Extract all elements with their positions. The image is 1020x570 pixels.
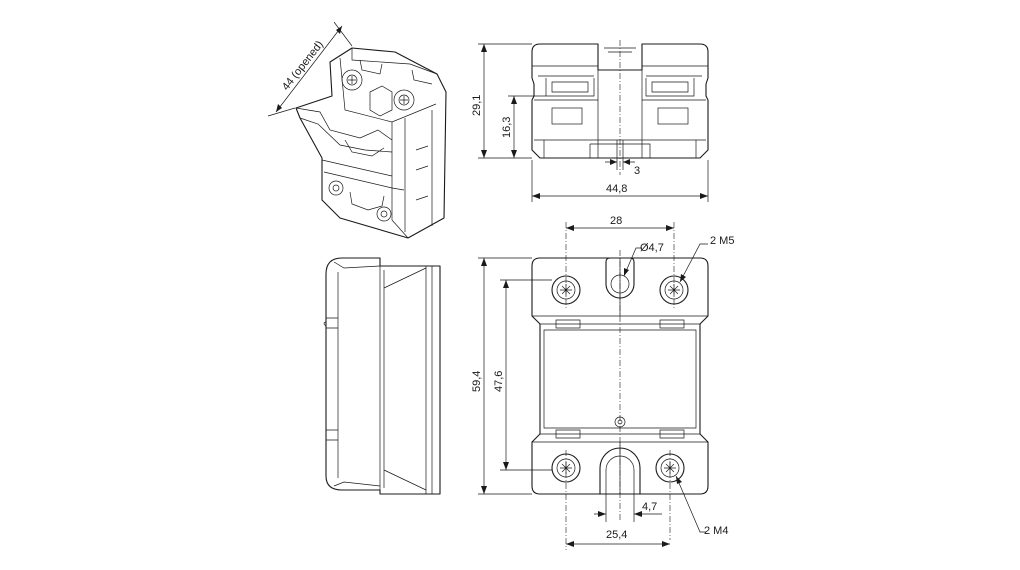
dimension-slot-width: 4,7 <box>594 494 662 522</box>
dim-label-gap: 3 <box>634 165 640 177</box>
dimension-overall-width: 44,8 <box>531 160 709 202</box>
dimension-top-height: 29,1 <box>471 43 532 159</box>
dim-label-inner-height: 47,6 <box>493 371 505 392</box>
dim-label-slot-width: 4,7 <box>642 501 657 513</box>
side-view <box>323 257 441 495</box>
dim-label-terminal-height: 16,3 <box>501 117 513 138</box>
dim-label-overall-height: 59,4 <box>471 371 483 392</box>
dimension-opened-width: 44 (opened) <box>267 21 353 117</box>
front-view <box>531 40 709 175</box>
dim-label-top-height: 29,1 <box>471 95 483 116</box>
dimension-terminal-height: 16,3 <box>501 95 546 158</box>
dim-label-screw-spacing-bottom: 25,4 <box>606 529 627 541</box>
dim-label-screw-top: 2 M5 <box>710 235 734 247</box>
dimension-hole-spacing: 28 <box>566 215 674 231</box>
dimension-inner-height: 47,6 <box>493 279 552 471</box>
dim-label-screw-bottom: 2 M4 <box>704 525 728 537</box>
dim-label-hole-spacing: 28 <box>610 215 622 227</box>
dim-label-hole-diameter: Ø4,7 <box>640 242 664 254</box>
dimension-screw-top: 2 M5 <box>679 235 734 283</box>
dimension-gap: 3 <box>605 140 640 177</box>
dimension-overall-height: 59,4 <box>471 257 532 495</box>
dim-label-overall-width: 44,8 <box>606 183 627 195</box>
dimension-screw-spacing-bottom: 25,4 <box>566 529 670 547</box>
dimension-screw-bottom: 2 M4 <box>675 475 728 537</box>
isometric-view <box>295 47 447 239</box>
top-view <box>531 222 709 550</box>
dimension-hole-diameter: Ø4,7 <box>623 242 664 277</box>
dim-label-opened: 44 (opened) <box>280 39 326 93</box>
